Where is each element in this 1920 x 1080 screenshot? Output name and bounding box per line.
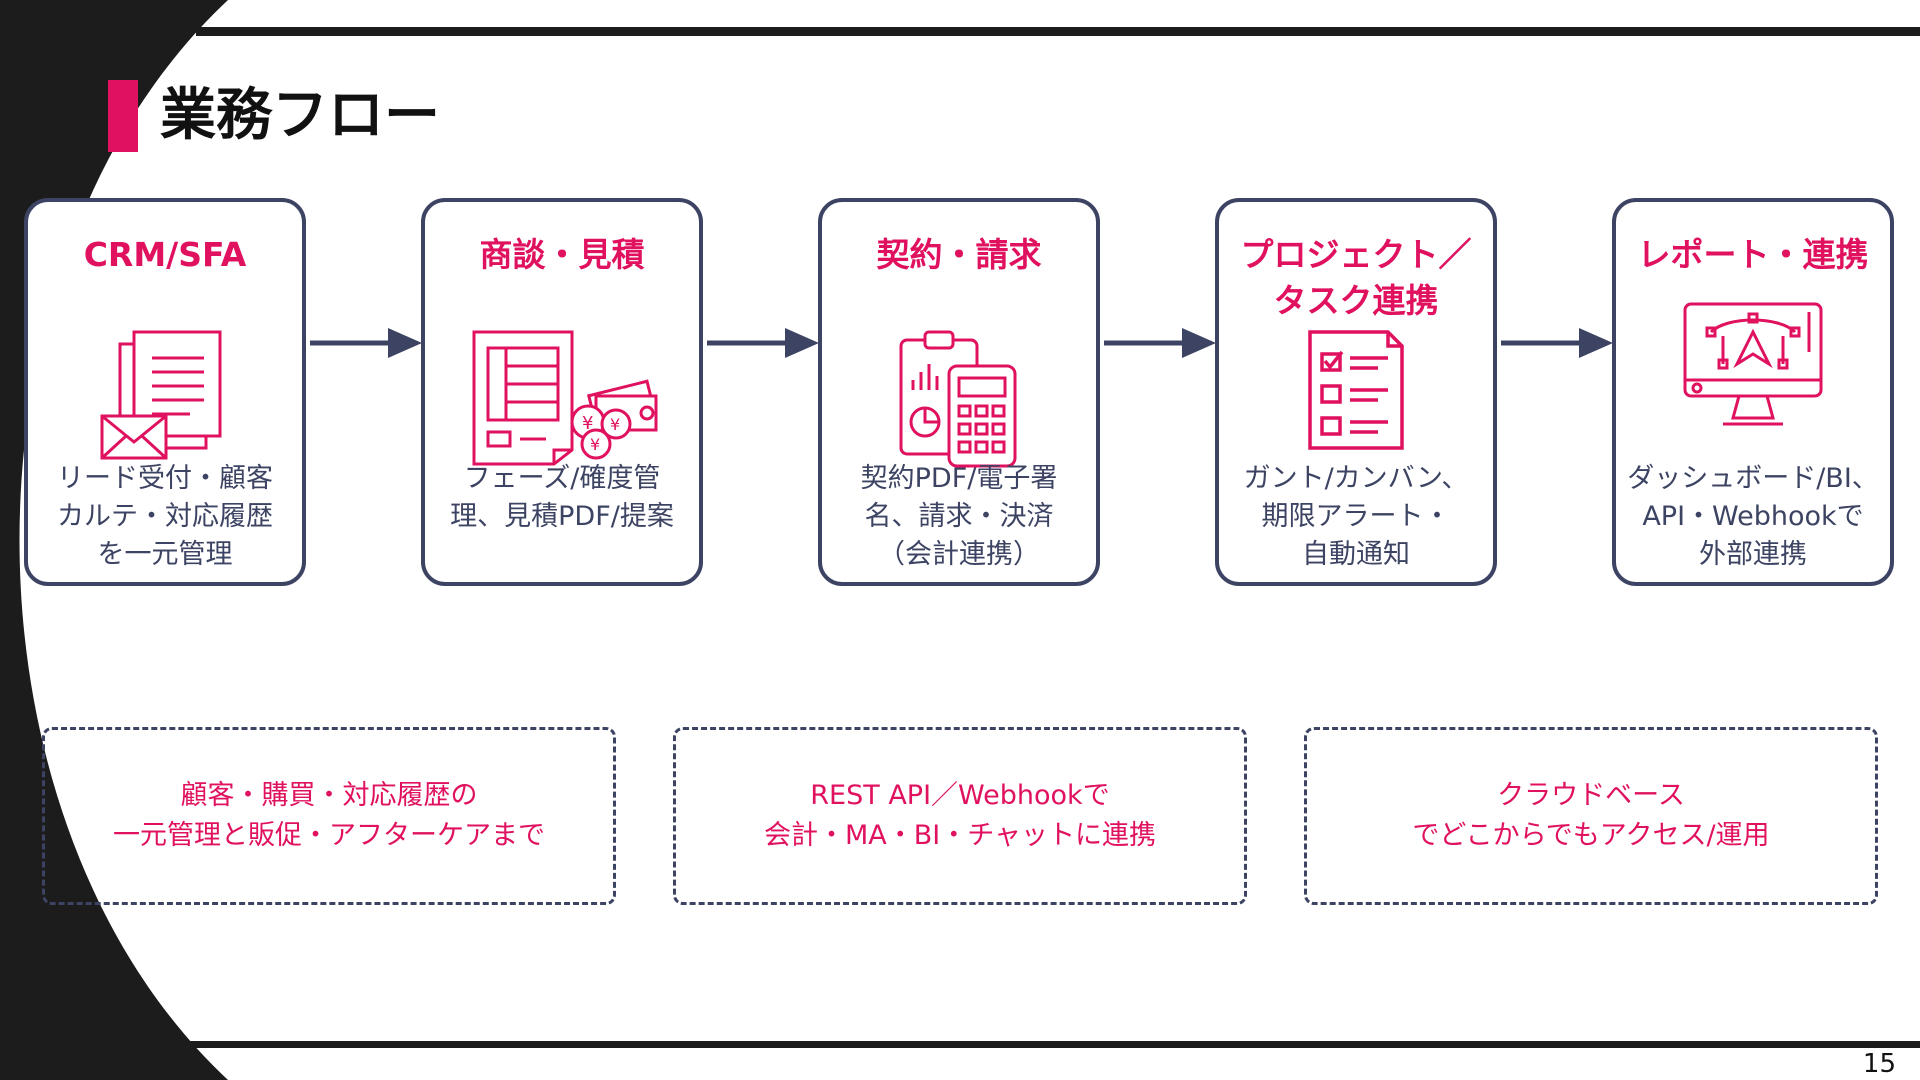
card-description: 契約PDF/電子署 名、請求・決済 （会計連携） — [860, 463, 1058, 570]
card-title: 商談・見積 — [479, 235, 645, 274]
footer-divider — [0, 1041, 1920, 1048]
note-box-integration: REST API／Webhookで 会計・MA・BI・チャットに連携 — [673, 727, 1247, 905]
flow-card-crm: CRM/SFA リード受付・顧客 カルテ・対応履歴 を一元管理 — [24, 198, 306, 586]
arrow-right-icon — [1501, 328, 1613, 358]
page-title: 業務フロー — [160, 83, 440, 148]
card-title: 契約・請求 — [876, 235, 1042, 274]
card-title: CRM/SFA — [83, 235, 247, 274]
flow-card-report: レポート・連携 ダッシュボード/BI、 API・Webhookで 外部連携 — [1612, 198, 1894, 586]
flow-card-project: プロジェクト／ タスク連携 ガント/カンバン、 期限アラート・ 自動通知 — [1215, 198, 1497, 586]
arrow-right-icon — [1104, 328, 1216, 358]
document-money-icon: ¥ ¥ ¥ — [462, 330, 662, 470]
svg-text:¥: ¥ — [610, 415, 620, 434]
arrow-right-icon — [707, 328, 819, 358]
title-accent-bar — [108, 80, 138, 152]
flow-card-deal: 商談・見積 ¥ ¥ ¥ フェーズ/確度管 理、見積PDF/提案 — [421, 198, 703, 586]
card-description: リード受付・顧客 カルテ・対応履歴 を一元管理 — [57, 463, 273, 570]
card-description: ガント/カンバン、 期限アラート・ 自動通知 — [1243, 463, 1469, 570]
card-title: プロジェクト／ タスク連携 — [1240, 235, 1472, 320]
card-description: フェーズ/確度管 理、見積PDF/提案 — [450, 463, 674, 532]
svg-text:¥: ¥ — [590, 435, 600, 454]
card-description: ダッシュボード/BI、 API・Webhookで 外部連携 — [1627, 463, 1879, 570]
checklist-icon — [1308, 330, 1404, 454]
arrow-right-icon — [310, 328, 422, 358]
note-box-customer: 顧客・購買・対応履歴の 一元管理と販促・アフターケアまで — [42, 727, 616, 905]
page-number: 15 — [1862, 1049, 1896, 1079]
monitor-design-icon — [1683, 302, 1823, 434]
flow-card-contract: 契約・請求 契約PDF/電子署 名、請求・決済 （会計連携） — [818, 198, 1100, 586]
note-box-cloud: クラウドベース でどこからでもアクセス/運用 — [1304, 727, 1878, 905]
document-mail-icon — [100, 330, 230, 464]
svg-text:¥: ¥ — [582, 413, 593, 434]
card-title: レポート・連携 — [1637, 235, 1869, 274]
clipboard-calculator-icon — [899, 330, 1019, 472]
